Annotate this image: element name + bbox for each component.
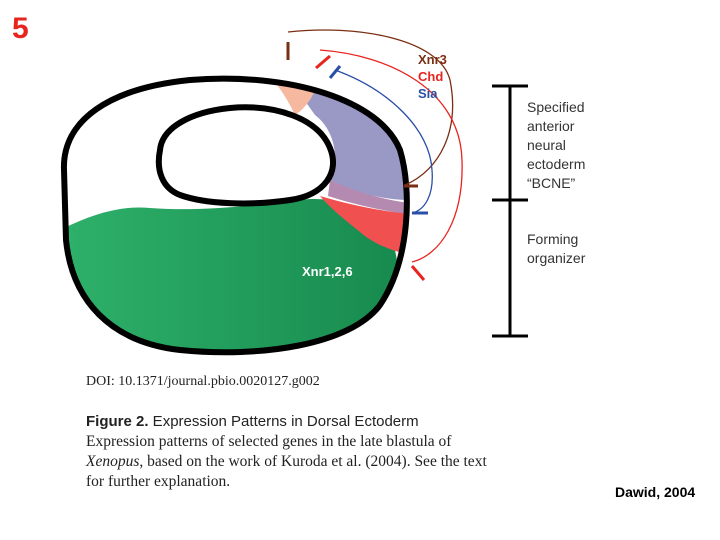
bcne-label-line: ectoderm [527, 156, 585, 172]
embryo-outline [60, 75, 410, 356]
legend-xnr3: Xnr3 [418, 52, 447, 67]
caption-line-3: for further explanation. [86, 473, 231, 490]
organizer-label-line: organizer [527, 250, 586, 266]
caption-line-2: Xenopus, based on the work of Kuroda et … [86, 452, 606, 472]
sia-expression-arc [334, 69, 433, 214]
mixed-purple-red-region [328, 180, 407, 215]
organizer-green-region [63, 199, 407, 353]
bcne-label-line: Specified [527, 99, 585, 115]
organizer-label-line: Forming [527, 231, 578, 247]
chd-expression-arc [319, 49, 463, 263]
bcne-label-line: neural [527, 137, 566, 153]
bcne-label-line: anterior [527, 118, 575, 134]
blastocoel-cavity [155, 104, 337, 207]
xnr3-expression-arc [287, 29, 454, 186]
embryo-diagram: Xnr1,2,6 Xnr3 Chd Sia Specified anterior… [60, 29, 586, 356]
bcne-label-line: “BCNE” [527, 175, 576, 191]
legend-chd: Chd [418, 69, 443, 84]
chd-red-region [320, 196, 407, 255]
organizer-label: Forming organizer [527, 231, 586, 266]
figure-title: Expression Patterns in Dorsal Ectoderm [148, 413, 419, 430]
caption-species: Xenopus [86, 453, 140, 470]
chd-start-tick [315, 54, 331, 70]
figure-label: Figure 2. [86, 413, 149, 430]
chd-end-tick [410, 265, 426, 281]
organizer-gene-label: Xnr1,2,6 [302, 264, 353, 279]
slide-number: 5 [12, 12, 29, 45]
bcne-purple-region [290, 80, 407, 200]
bcne-label: Specified anterior neural ectoderm “BCNE… [527, 99, 585, 191]
sia-start-tick [328, 65, 342, 79]
caption-line-2-rest: , based on the work of Kuroda et al. (20… [139, 453, 487, 470]
author-credit: Dawid, 2004 [615, 484, 696, 500]
figure-caption: Figure 2. Expression Patterns in Dorsal … [86, 412, 606, 492]
caption-line-1: Expression patterns of selected genes in… [86, 433, 452, 450]
legend-sia: Sia [418, 86, 438, 101]
doi-text: DOI: 10.1371/journal.pbio.0020127.g002 [86, 374, 320, 389]
